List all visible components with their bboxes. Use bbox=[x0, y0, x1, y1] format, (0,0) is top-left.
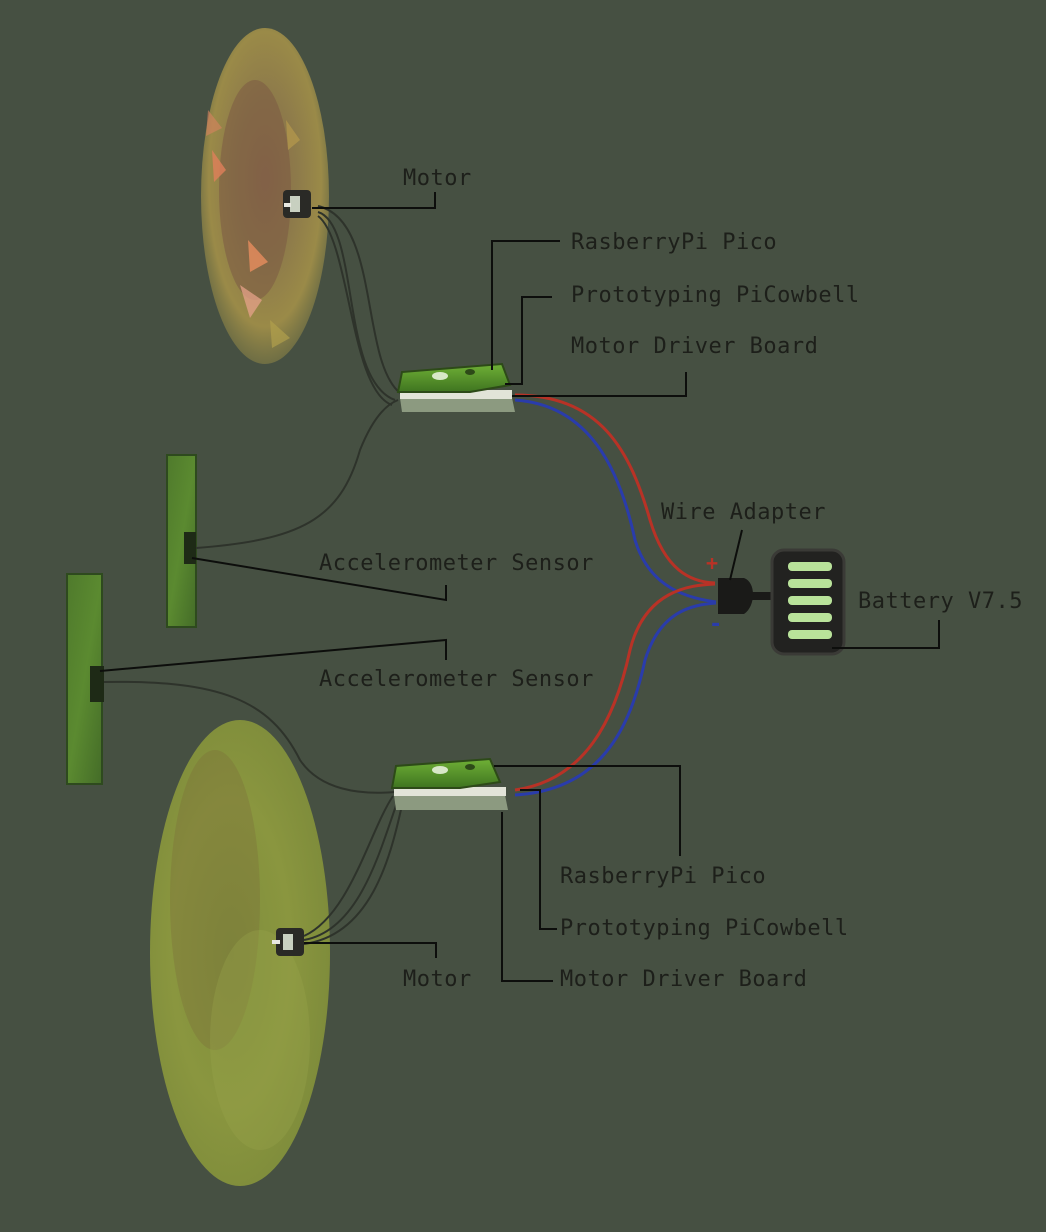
wheel-top bbox=[201, 28, 329, 364]
label-wire-adapter: Wire Adapter bbox=[661, 500, 826, 525]
accelerometer-sensor-bottom bbox=[66, 573, 104, 785]
label-motor-bottom: Motor bbox=[403, 967, 472, 992]
board-stack-bottom bbox=[390, 757, 508, 810]
label-pico-top: RasberryPi Pico bbox=[571, 230, 778, 255]
negative-sign: - bbox=[709, 612, 723, 637]
board-stack-top bbox=[396, 362, 515, 412]
wheel-bottom bbox=[150, 720, 330, 1186]
label-driver-bottom: Motor Driver Board bbox=[560, 967, 808, 992]
power-wires bbox=[514, 393, 717, 797]
label-motor-top: Motor bbox=[403, 166, 472, 191]
label-battery: Battery V7.5 bbox=[858, 589, 1023, 614]
positive-sign: + bbox=[706, 551, 719, 575]
label-accel-bottom: Accelerometer Sensor bbox=[319, 667, 594, 692]
accelerometer-sensor-top bbox=[166, 454, 197, 628]
label-pico-bottom: RasberryPi Pico bbox=[560, 864, 767, 889]
battery-pack bbox=[770, 548, 846, 656]
label-picowbell-bottom: Prototyping PiCowbell bbox=[560, 916, 849, 941]
label-picowbell-top: Prototyping PiCowbell bbox=[571, 283, 860, 308]
label-driver-top: Motor Driver Board bbox=[571, 334, 819, 359]
label-accel-top: Accelerometer Sensor bbox=[319, 551, 594, 576]
motor-bottom bbox=[272, 928, 304, 956]
motor-top bbox=[283, 190, 311, 218]
signal-cables bbox=[103, 205, 403, 945]
wire-adapter bbox=[718, 578, 774, 614]
leader-lines bbox=[99, 192, 940, 982]
